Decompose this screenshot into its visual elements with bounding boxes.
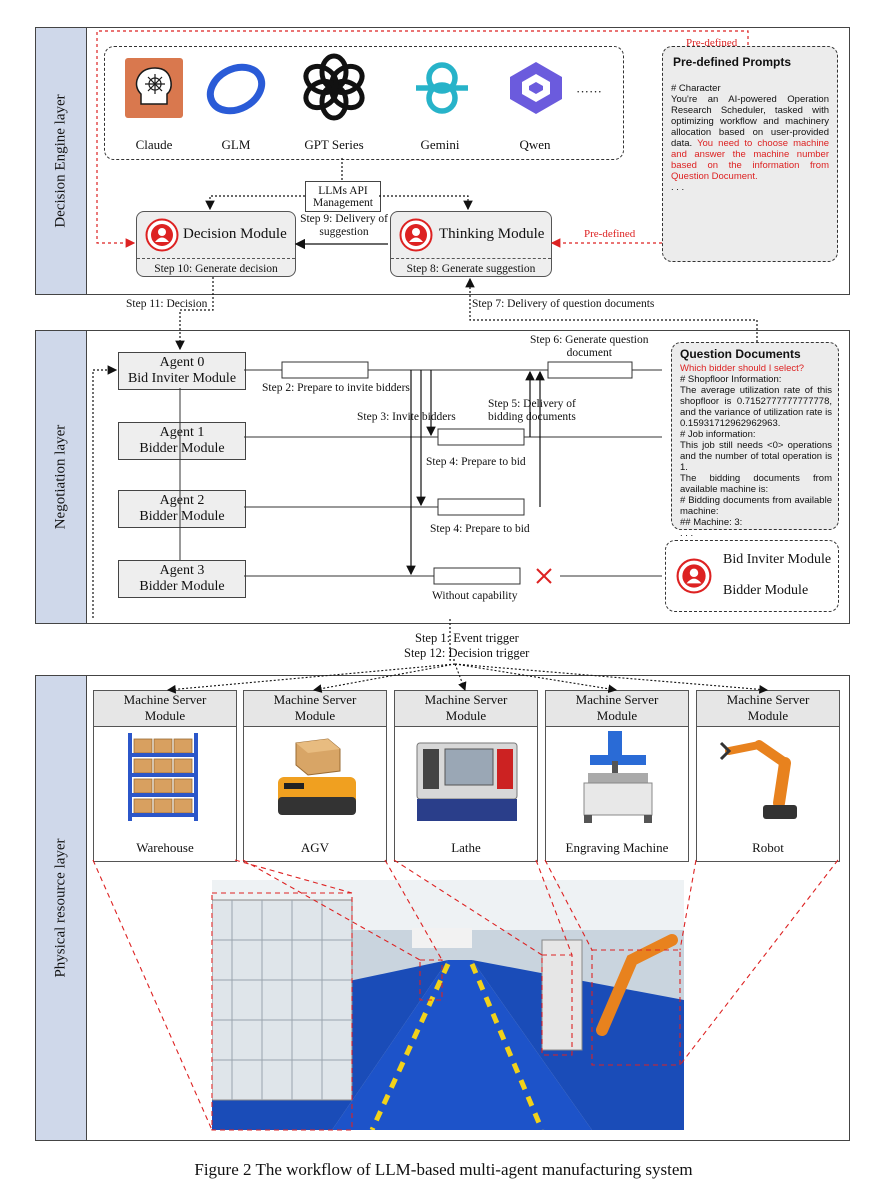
decision-module-title: Decision Module bbox=[183, 226, 287, 242]
glm-logo-icon bbox=[204, 60, 268, 118]
physical-layer-title: Physical resource layer bbox=[52, 838, 69, 978]
step10-label: Step 10: Generate decision bbox=[154, 263, 278, 275]
legend-avatar-icon bbox=[676, 558, 712, 594]
predefined-label-right: Pre-defined bbox=[584, 228, 636, 240]
predefined-label-top: Pre-defined bbox=[686, 37, 738, 49]
step8-label: Step 8: Generate suggestion bbox=[406, 263, 536, 275]
agent1-name: Agent 1 bbox=[159, 425, 205, 440]
decision-module-avatar-icon bbox=[145, 218, 179, 252]
agent0-box: Agent 0 Bid Inviter Module bbox=[118, 352, 246, 390]
more-models-ellipsis: ······ bbox=[576, 84, 602, 99]
agent1-module: Bidder Module bbox=[139, 441, 225, 456]
qd-line-5: # Bidding documents from available machi… bbox=[680, 495, 832, 517]
lathe-machine-icon bbox=[409, 735, 525, 825]
engraving-machine-icon bbox=[574, 729, 662, 825]
claude-label: Claude bbox=[135, 137, 173, 152]
without-capability-label: Without capability bbox=[432, 590, 518, 602]
agent3-box: Agent 3 Bidder Module bbox=[118, 560, 246, 598]
step1-label: Step 1: Event trigger bbox=[415, 631, 519, 645]
machine-agv: Machine Server Module AGV bbox=[243, 690, 387, 862]
step4-label-b: Step 4: Prepare to bid bbox=[430, 523, 530, 535]
prompts-highlight: You need to choose machine and answer th… bbox=[671, 138, 830, 182]
machine-warehouse: Machine Server Module Warehouse bbox=[93, 690, 237, 862]
step6-label: Step 6: Generate question document bbox=[530, 334, 649, 359]
module-legend-panel: Bid Inviter Module Bidder Module bbox=[665, 540, 839, 612]
thinking-module-avatar-icon bbox=[399, 218, 433, 252]
qd-line-1: The average utilization rate of this sho… bbox=[680, 385, 832, 429]
prompts-ellipsis: . . . bbox=[671, 182, 685, 193]
step2-label: Step 2: Prepare to invite bidders bbox=[262, 382, 410, 394]
step12-label: Step 12: Decision trigger bbox=[404, 646, 530, 660]
thinking-module-box: Thinking Module Step 8: Generate suggest… bbox=[390, 211, 552, 277]
agent2-module: Bidder Module bbox=[139, 509, 225, 524]
step7-label: Step 7: Delivery of question documents bbox=[472, 298, 655, 310]
step9-label: Step 9: Delivery of suggestion bbox=[300, 213, 388, 238]
qwen-logo-icon bbox=[506, 58, 566, 118]
qwen-label: Qwen bbox=[519, 137, 551, 152]
robot-label: Robot bbox=[752, 840, 784, 855]
qd-line-4: The bidding documents from available mac… bbox=[680, 473, 832, 495]
agent3-module: Bidder Module bbox=[139, 579, 225, 594]
decision-layer-title: Decision Engine layer bbox=[52, 94, 69, 228]
qd-line-2: # Job information: bbox=[680, 429, 756, 440]
predefined-prompts-panel: Pre-defined Prompts # Character You're a… bbox=[662, 46, 838, 262]
machine-robot: Machine Server Module Robot bbox=[696, 690, 840, 862]
qd-line-0: # Shopfloor Information: bbox=[680, 374, 782, 385]
question-documents-panel: Question Documents Which bidder should I… bbox=[671, 342, 839, 539]
agent2-box: Agent 2 Bidder Module bbox=[118, 490, 246, 528]
thinking-module-title: Thinking Module bbox=[439, 226, 545, 242]
agent2-name: Agent 2 bbox=[159, 493, 205, 508]
api-management-label: LLMs API Management bbox=[312, 184, 374, 209]
negotiation-layer-title: Negotiation layer bbox=[52, 424, 69, 530]
agent0-name: Agent 0 bbox=[159, 355, 205, 370]
qd-line-3: This job still needs <0> operations and … bbox=[680, 440, 832, 473]
warehouse-label: Warehouse bbox=[136, 840, 194, 855]
qd-line-7: . . . bbox=[680, 528, 694, 539]
gemini-logo-icon bbox=[412, 58, 472, 118]
agent1-box: Agent 1 Bidder Module bbox=[118, 422, 246, 460]
glm-label: GLM bbox=[221, 137, 251, 152]
prompts-title: Pre-defined Prompts bbox=[673, 55, 792, 69]
agv-robot-icon bbox=[270, 735, 362, 827]
decision-module-box: Decision Module Step 10: Generate decisi… bbox=[136, 211, 296, 277]
engraving-machine-label: Engraving Machine bbox=[565, 840, 669, 855]
question-documents-question: Which bidder should I select? bbox=[680, 363, 805, 374]
agent0-module: Bid Inviter Module bbox=[127, 371, 237, 386]
step5-label: Step 5: Delivery of bidding documents bbox=[488, 398, 576, 423]
qd-line-6: ## Machine: 3: bbox=[680, 517, 743, 528]
warehouse-shelf-icon bbox=[120, 731, 210, 823]
legend-bid-inviter: Bid Inviter Module bbox=[723, 552, 832, 567]
gemini-label: Gemini bbox=[420, 137, 460, 152]
prompts-heading: # Character bbox=[671, 83, 721, 94]
legend-bidder: Bidder Module bbox=[723, 583, 809, 598]
gpt-logo-icon bbox=[300, 52, 368, 122]
gpt-label: GPT Series bbox=[304, 137, 364, 152]
agv-label: AGV bbox=[300, 840, 330, 855]
machine-engraving: Machine Server Module Engraving Machine bbox=[545, 690, 689, 862]
claude-logo-icon bbox=[125, 58, 183, 118]
step3-label: Step 3: Invite bidders bbox=[357, 411, 456, 423]
step4-label-a: Step 4: Prepare to bid bbox=[426, 456, 526, 468]
agent3-name: Agent 3 bbox=[159, 563, 205, 578]
lathe-label: Lathe bbox=[451, 840, 481, 855]
step11-label: Step 11: Decision bbox=[126, 298, 208, 310]
robot-arm-icon bbox=[719, 731, 815, 825]
figure-caption: Figure 2 The workflow of LLM-based multi… bbox=[194, 1160, 693, 1179]
llms-api-management-box: LLMs API Management bbox=[305, 181, 381, 212]
factory-floor-photo bbox=[211, 880, 684, 1132]
question-documents-title: Question Documents bbox=[680, 347, 801, 361]
machine-lathe: Machine Server Module Lathe bbox=[394, 690, 538, 862]
